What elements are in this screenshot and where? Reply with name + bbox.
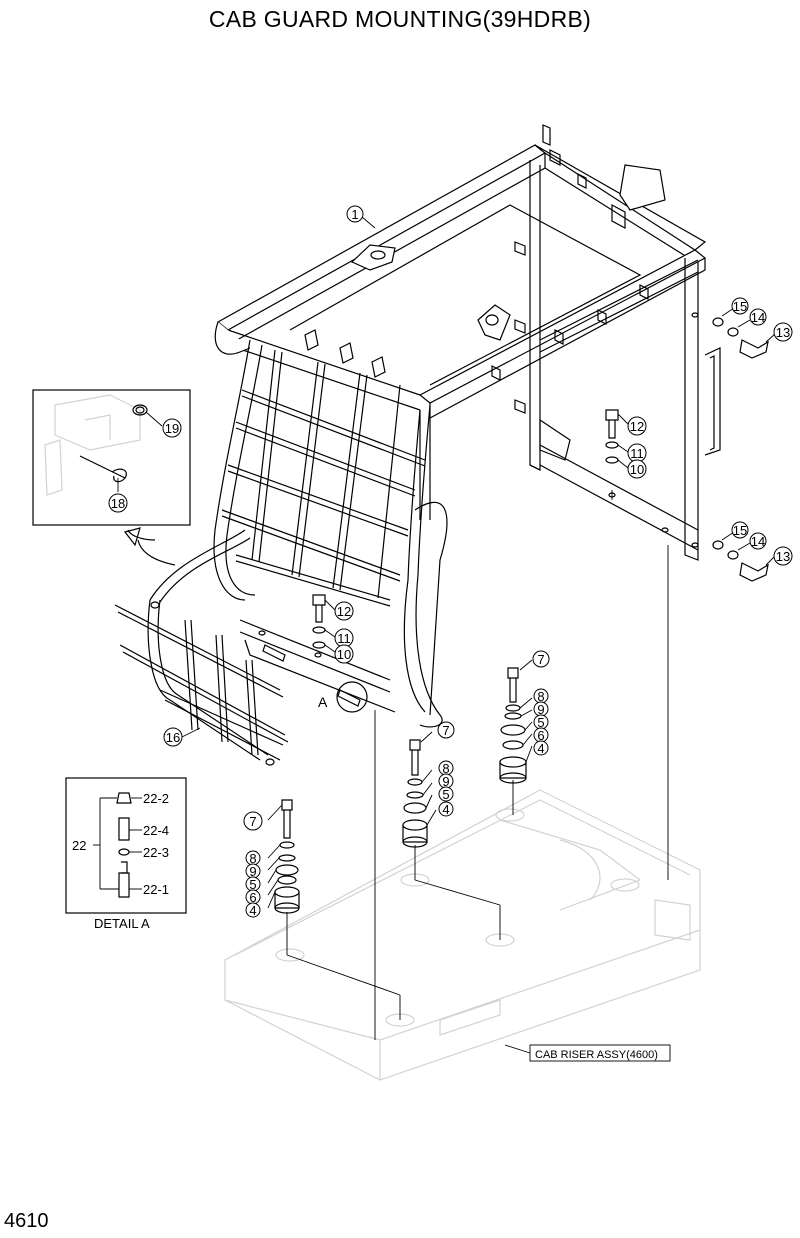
mount-stack-1 <box>499 659 533 784</box>
callout-15a: 15 <box>731 297 749 315</box>
mount-stack-2 <box>402 731 437 848</box>
callout-12a: 12 <box>627 416 647 436</box>
cab-riser-label: CAB RISER ASSY(4600) <box>535 1049 658 1061</box>
callout-4c: 4 <box>245 902 261 918</box>
callout-7c: 7 <box>243 811 263 831</box>
svg-text:12: 12 <box>630 419 644 434</box>
svg-text:8: 8 <box>249 851 256 866</box>
svg-text:13: 13 <box>776 549 790 564</box>
callout-14b: 14 <box>749 532 767 550</box>
callout-10b: 10 <box>334 644 354 664</box>
svg-text:1: 1 <box>351 207 358 222</box>
svg-text:6: 6 <box>249 890 256 905</box>
rear-bolts <box>312 409 629 653</box>
callout-9a: 9 <box>533 701 549 717</box>
detail-a-item-22-3: 22-3 <box>143 845 169 860</box>
lower-grille <box>114 529 289 766</box>
cab-riser-outline <box>224 789 701 1081</box>
svg-text:5: 5 <box>537 715 544 730</box>
svg-text:7: 7 <box>537 652 544 667</box>
callout-11b: 11 <box>334 628 354 648</box>
svg-text:5: 5 <box>442 787 449 802</box>
callout-11a: 11 <box>627 443 647 463</box>
callout-1: 1 <box>346 205 376 229</box>
svg-text:19: 19 <box>165 421 179 436</box>
callout-10a: 10 <box>627 459 647 479</box>
svg-text:14: 14 <box>751 534 765 549</box>
svg-text:4: 4 <box>249 903 256 918</box>
inset-pin-detail <box>32 389 191 566</box>
front-screen-guard <box>213 321 448 728</box>
callout-9b: 9 <box>438 773 454 789</box>
svg-text:7: 7 <box>249 814 256 829</box>
callout-16: 16 <box>163 727 201 747</box>
detail-a-caption: DETAIL A <box>94 916 150 931</box>
callout-8c: 8 <box>245 850 261 866</box>
callout-7b: 7 <box>437 721 455 739</box>
svg-text:11: 11 <box>630 446 644 461</box>
callout-12b: 12 <box>334 601 354 621</box>
svg-text:14: 14 <box>751 310 765 325</box>
callout-6a: 6 <box>533 727 549 743</box>
callout-4a: 4 <box>533 740 549 756</box>
detail-a-parent-22: 22 <box>72 838 86 853</box>
svg-text:4: 4 <box>442 802 449 817</box>
side-bolts <box>712 307 776 582</box>
diagram-title: CAB GUARD MOUNTING(39HDRB) <box>208 6 592 32</box>
mount-stack-3 <box>267 799 300 914</box>
detail-a-item-22-2: 22-2 <box>143 791 169 806</box>
callout-14a: 14 <box>749 308 767 326</box>
svg-text:8: 8 <box>442 761 449 776</box>
svg-text:4: 4 <box>537 741 544 756</box>
svg-text:9: 9 <box>442 774 449 789</box>
page-number: 4610 <box>4 1210 49 1232</box>
detail-a-marker: A <box>262 644 368 713</box>
svg-text:11: 11 <box>337 631 351 646</box>
svg-text:15: 15 <box>733 299 747 314</box>
svg-text:15: 15 <box>733 523 747 538</box>
callout-4b: 4 <box>438 801 454 817</box>
svg-text:9: 9 <box>249 864 256 879</box>
svg-text:18: 18 <box>111 496 125 511</box>
callout-19: 19 <box>162 418 182 438</box>
svg-text:7: 7 <box>442 723 449 738</box>
detail-a-item-22-1: 22-1 <box>143 882 169 897</box>
mount-centerlines <box>286 490 669 1040</box>
svg-text:16: 16 <box>166 730 180 745</box>
callout-7a: 7 <box>532 650 550 668</box>
detail-a-box <box>65 777 187 914</box>
callout-13a: 13 <box>773 322 793 342</box>
svg-text:8: 8 <box>537 689 544 704</box>
svg-text:9: 9 <box>537 702 544 717</box>
cab-riser-leader <box>504 1044 671 1062</box>
svg-text:6: 6 <box>537 728 544 743</box>
svg-text:13: 13 <box>776 325 790 340</box>
svg-text:5: 5 <box>249 877 256 892</box>
callout-15b: 15 <box>731 521 749 539</box>
svg-text:10: 10 <box>337 647 351 662</box>
svg-text:10: 10 <box>630 462 644 477</box>
detail-a-item-22-4: 22-4 <box>143 823 169 838</box>
callout-18: 18 <box>108 493 128 513</box>
callout-5b: 5 <box>438 786 454 802</box>
svg-text:12: 12 <box>337 604 351 619</box>
svg-text:A: A <box>318 694 328 710</box>
callout-13b: 13 <box>773 546 793 566</box>
